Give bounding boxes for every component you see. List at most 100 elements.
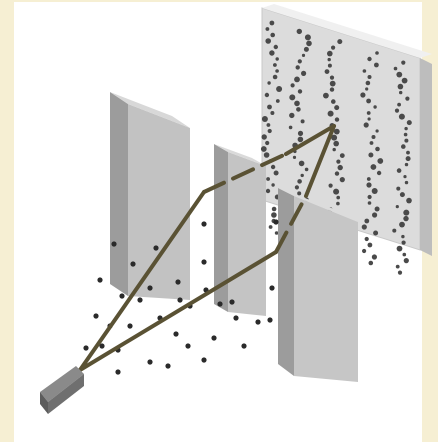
screen-hit-dot [296,107,301,112]
screen-hit-dot [261,116,268,122]
screen-hit-dot [294,100,300,107]
screen-hit-dot [294,185,299,190]
screen-hit-dot [376,170,382,176]
screen-hit-dot [403,258,409,264]
screen-hit-dot [367,242,373,248]
screen-hit-dot [329,80,336,87]
path-lower-solid [78,250,278,372]
screen-hit-dot [394,108,400,113]
path-lower-to-screen [304,124,336,198]
screen-hit-dot [331,99,336,104]
particle-dot [119,293,125,299]
screen-hit-dot [401,60,406,65]
screen-hit-dot [403,175,407,179]
particle-dot [99,343,105,349]
screen-hit-dot [404,138,409,143]
particle-dot [201,221,207,227]
screen-hit-dot [331,45,336,50]
screen-hit-dot [271,212,277,218]
screen-hit-dot [404,126,408,131]
screen-hit-dot [273,44,278,50]
screen-hit-dot [271,183,275,187]
particle-dot [130,261,136,267]
screen-hit-dot [368,260,374,266]
particle-paths [78,124,336,372]
particle-dot [153,245,159,251]
screen-hit-dot [336,201,340,206]
screen-hit-dot [371,188,378,194]
screen-hit-dot [298,160,305,167]
screen-hit-dot [367,201,372,205]
screen-hit-dot [401,77,408,84]
screen-hit-dot [328,183,333,188]
screen-hit-dot [273,63,277,67]
screen-hit-dot [260,146,267,152]
screen-hit-dot [264,92,270,98]
screen-hit-dot [405,156,411,162]
screen-hit-dot [374,206,380,212]
screen-hit-dot [272,74,278,80]
screen-hit-dot [275,99,280,103]
screen-hit-dot [366,111,371,115]
particle-dot [273,219,279,225]
screen-hit-dot [406,150,410,155]
particle-dot [147,285,153,291]
screen-hit-dot [392,228,397,233]
screen-hit-dot [397,83,404,90]
screen-hit-dot [276,86,283,92]
screen-hit-dot [297,136,304,143]
screen-hit-dot [297,191,302,196]
screen-hit-dot [403,209,410,216]
screen-hit-dot [374,62,379,68]
screen-hit-dot [263,152,270,158]
screen-hit-dot [329,75,335,80]
screen-hit-dot [288,125,293,130]
screen-hit-dot [365,87,369,91]
particle-dot [201,357,207,363]
particle-dot [241,343,247,349]
screen-hit-dot [362,69,367,73]
screen-hit-dot [269,20,275,26]
screen-hit-dot [375,146,380,152]
screen-hit-dot [367,56,372,62]
screen-hit-dot [303,46,309,52]
screen-hit-dot [300,119,305,124]
screen-hit-dot [370,164,377,170]
screen-hit-dot [364,218,370,224]
screen-hit-dot [331,134,338,141]
screen-hit-dot [301,70,307,76]
screen-hit-dot [327,63,332,68]
screen-hit-dot [396,186,401,191]
screen-hit-dot [269,50,275,56]
particle-dot [233,315,239,321]
screen-hit-dot [289,112,295,119]
screen-hit-dot [371,254,377,260]
screen-hit-dot [265,27,270,31]
screen-hit-dot [377,158,384,164]
screen-hit-dot [275,57,279,61]
screen-hit-dot [296,28,302,35]
screen-hit-dot [403,215,409,222]
screen-hit-dot [268,225,273,229]
screen-hit-dot [329,87,335,92]
scattered-particles [83,219,279,375]
screen-hit-dot [267,128,272,134]
screen-hit-dot [327,50,333,57]
screen-hit-dot [365,80,371,86]
screen-hit-dot [297,59,302,64]
screen-hit-dot [360,92,366,98]
screen-hit-dot [395,205,399,209]
screen-hit-dot [265,140,270,146]
screen-hit-dot [371,135,376,139]
screen-hit-dot [369,141,374,145]
screen-hit-dot [336,159,341,164]
screen-hit-dot [300,173,304,178]
path-lower-dashed [274,194,308,254]
screen-hit-dot [336,195,341,200]
screen-hit-dot [375,129,379,133]
screen-hit-dot [367,194,372,200]
particle-dot [137,297,143,303]
screen-hit-dot [337,39,343,45]
screen-hit-dot [393,66,398,71]
